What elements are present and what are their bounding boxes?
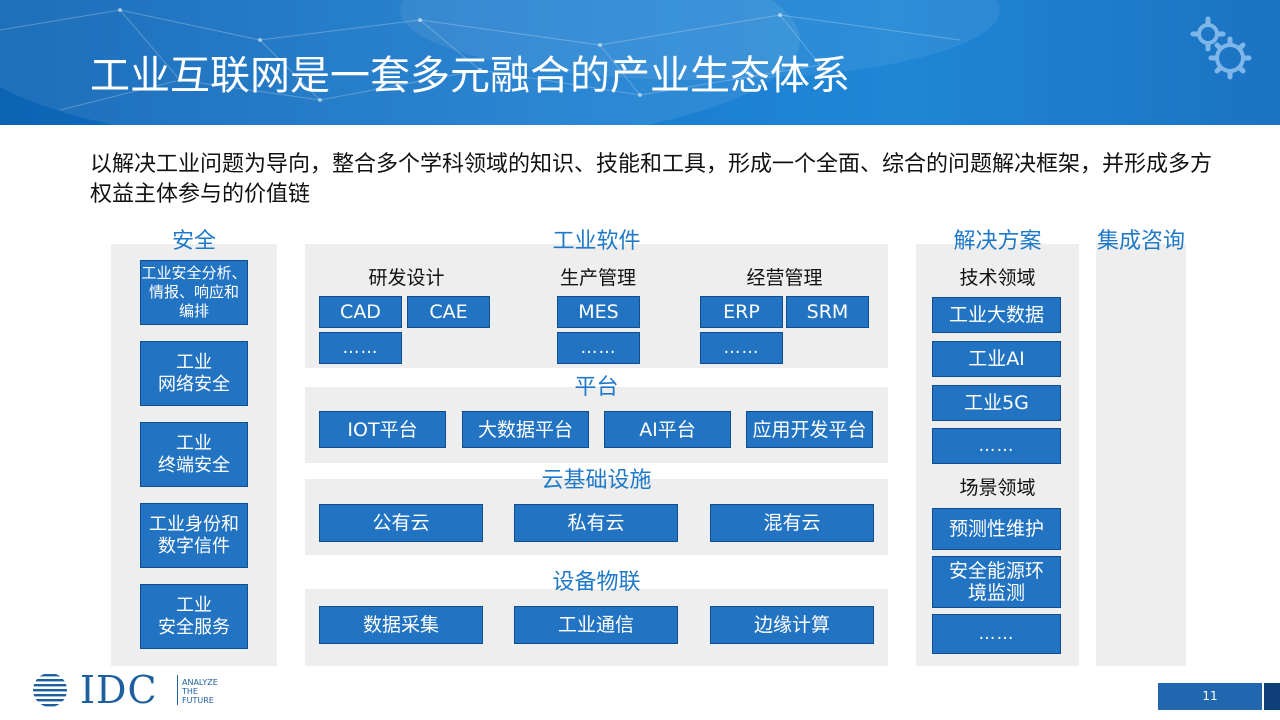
software-item: ……: [700, 332, 783, 364]
scene-domain-item: ……: [932, 614, 1061, 654]
network-background-graphic: [0, 0, 1000, 125]
security-item: 工业 终端安全: [140, 422, 248, 487]
platform-item: AI平台: [604, 411, 731, 448]
tech-domain-item: 工业5G: [932, 385, 1061, 421]
consulting-panel: [1096, 244, 1186, 666]
software-item: SRM: [786, 296, 869, 328]
tech-domain-label: 技术领域: [959, 267, 1036, 289]
iot-item: 数据采集: [319, 606, 483, 644]
cloud-item: 公有云: [319, 504, 483, 542]
security-item: 工业身份和 数字信件: [140, 503, 248, 568]
iot-header: 设备物联: [552, 570, 641, 595]
security-item: 工业 安全服务: [140, 584, 248, 649]
cloud-item: 私有云: [514, 504, 678, 542]
logo-tagline: ANALYZE THE FUTURE: [182, 678, 218, 705]
cloud-item: 混有云: [710, 504, 874, 542]
solutions-header: 解决方案: [953, 229, 1042, 254]
tagline-line: FUTURE: [182, 696, 214, 705]
software-item: ERP: [700, 296, 783, 328]
security-item: 工业安全分析、 情报、响应和 编排: [140, 260, 248, 325]
consulting-header: 集成咨询: [1096, 229, 1185, 254]
security-header: 安全: [171, 229, 216, 254]
tech-domain-item: 工业大数据: [932, 297, 1061, 333]
software-group-label: 生产管理: [559, 267, 636, 289]
tagline-line: THE: [182, 687, 198, 696]
platform-item: 大数据平台: [462, 411, 589, 448]
subtitle: 以解决工业问题为导向，整合多个学科领域的知识、技能和工具，形成一个全面、综合的问…: [90, 152, 1213, 207]
gears-icon: [1190, 16, 1252, 80]
scene-domain-item: 安全能源环 境监测: [932, 556, 1061, 608]
software-header: 工业软件: [552, 229, 641, 254]
page-number: 11: [1158, 683, 1262, 710]
platform-header: 平台: [574, 375, 619, 400]
idc-globe-logo: [33, 674, 67, 707]
software-group-label: 研发设计: [368, 267, 445, 289]
scene-domain-label: 场景领域: [959, 477, 1036, 499]
iot-item: 工业通信: [514, 606, 678, 644]
page-number-accent: [1264, 683, 1280, 710]
tagline-line: ANALYZE: [182, 678, 218, 687]
scene-domain-item: 预测性维护: [932, 508, 1061, 550]
security-item: 工业 网络安全: [140, 341, 248, 406]
platform-item: IOT平台: [319, 411, 446, 448]
tech-domain-item: 工业AI: [932, 341, 1061, 377]
logo-divider: [177, 675, 178, 705]
software-item: MES: [557, 296, 640, 328]
cloud-header: 云基础设施: [541, 468, 652, 493]
iot-item: 边缘计算: [710, 606, 874, 644]
idc-logo-text: IDC: [80, 668, 158, 712]
software-group-label: 经营管理: [746, 267, 823, 289]
page-title: 工业互联网是一套多元融合的产业生态体系: [90, 53, 850, 99]
software-item: ……: [557, 332, 640, 364]
software-item: ……: [319, 332, 402, 364]
software-item: CAD: [319, 296, 402, 328]
platform-item: 应用开发平台: [746, 411, 873, 448]
title-banner: 工业互联网是一套多元融合的产业生态体系: [0, 0, 1280, 125]
tech-domain-item: ……: [932, 428, 1061, 464]
software-item: CAE: [407, 296, 490, 328]
